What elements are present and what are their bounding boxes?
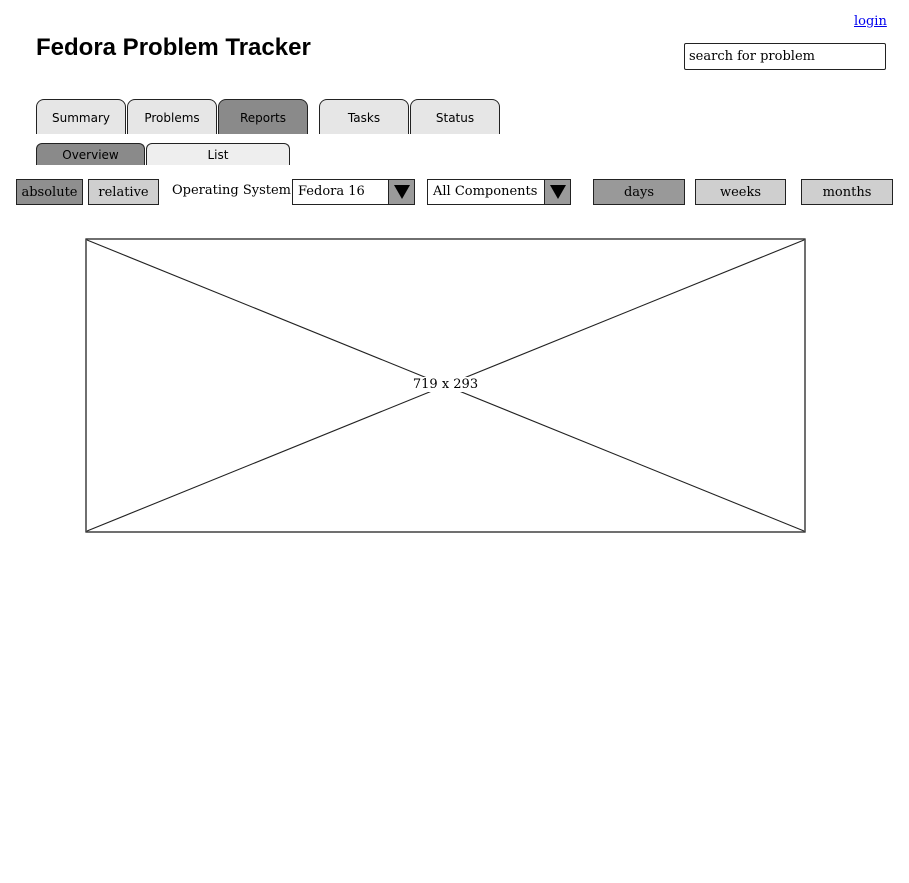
placeholder-label-text: 719 x 293 [410,377,481,392]
login-link[interactable]: login [854,14,887,29]
page-title: Fedora Problem Tracker [36,34,311,61]
days-button[interactable]: days [593,179,685,205]
search-input[interactable] [684,43,886,70]
subtab-overview-label: Overview [62,147,119,162]
placeholder-label: 719 x 293 [85,377,806,392]
chevron-down-icon[interactable] [388,180,414,204]
tab-tasks-label: Tasks [347,111,381,125]
weeks-button[interactable]: weeks [695,179,786,205]
absolute-button[interactable]: absolute [16,179,83,205]
os-select[interactable]: Fedora 16 [292,179,415,205]
tab-status-label: Status [435,111,475,125]
tab-problems[interactable]: Problems [127,99,217,134]
subtab-overview[interactable]: Overview [36,143,145,165]
component-select[interactable]: All Components [427,179,571,205]
months-button[interactable]: months [801,179,893,205]
subtab-list-label: List [207,147,229,162]
tab-tasks[interactable]: Tasks [319,99,409,134]
os-select-value: Fedora 16 [298,184,365,199]
chevron-down-icon[interactable] [544,180,570,204]
tab-problems-label: Problems [144,111,200,125]
subtab-list[interactable]: List [146,143,290,165]
component-select-value: All Components [433,184,538,199]
tab-summary-label: Summary [52,111,110,125]
os-label: Operating System: [172,183,296,198]
tab-status[interactable]: Status [410,99,500,134]
tab-reports[interactable]: Reports [218,99,308,134]
tab-summary[interactable]: Summary [36,99,126,134]
tab-reports-label: Reports [239,111,287,125]
relative-button[interactable]: relative [88,179,159,205]
